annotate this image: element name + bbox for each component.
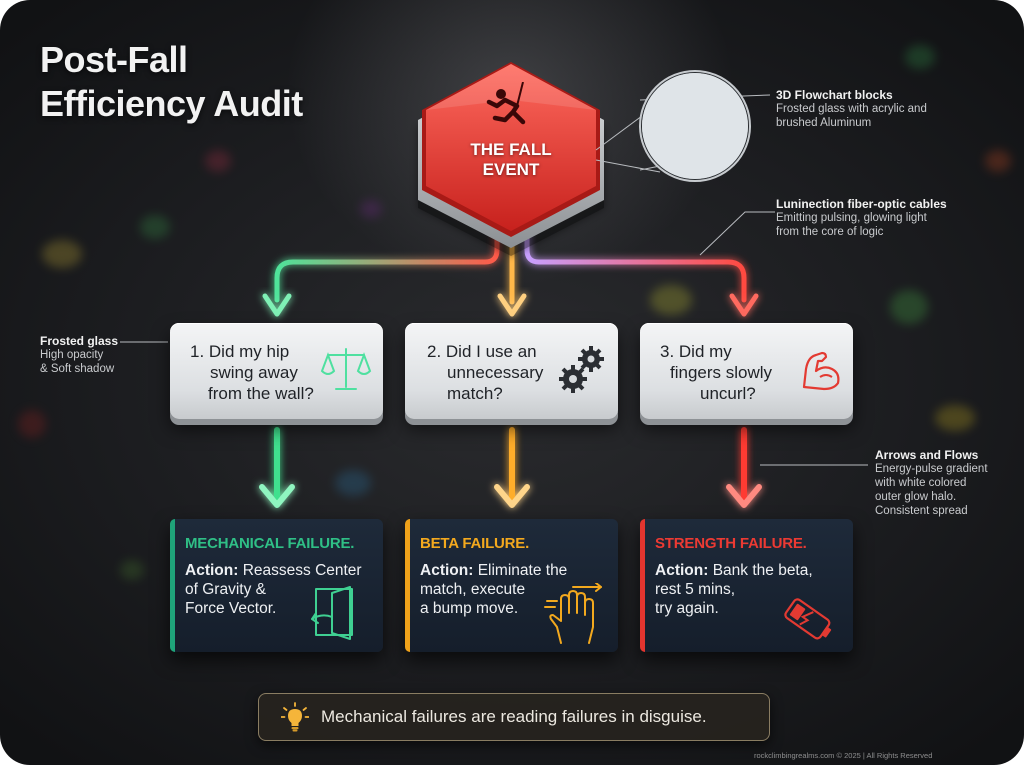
annotation-desc: Frosted glass with acrylic and (776, 103, 927, 115)
question-1-line: from the wall? (208, 384, 314, 403)
arrowhead-left (262, 293, 292, 317)
background-hold (120, 560, 144, 580)
annotation-title: Arrows and Flows (875, 448, 979, 462)
outcome-accent-bar (405, 519, 410, 652)
door-swing-icon (311, 586, 353, 640)
top-node-line-2: EVENT (482, 160, 540, 179)
background-hold (335, 470, 371, 496)
annotation-desc: Consistent spread (875, 505, 968, 517)
action-label: Action: (420, 562, 474, 579)
background-hold (360, 200, 382, 218)
question-2-line: match? (447, 384, 503, 403)
question-2-line: unnecessary (447, 363, 544, 382)
falling-climber-icon (486, 82, 526, 125)
connector-left (274, 219, 500, 303)
annotation-desc: Emitting pulsing, glowing light (776, 212, 927, 224)
arrowhead-q2-outcome (494, 484, 530, 508)
annotation-blocks: 3D Flowchart blocks Frosted glass with a… (776, 88, 927, 130)
background-hold (890, 290, 928, 324)
connector-right (524, 219, 747, 303)
outcome-heading: STRENGTH FAILURE. (655, 535, 807, 552)
arrowhead-q1-outcome (259, 484, 295, 508)
outcome-accent-bar (170, 519, 175, 652)
question-1-text: 1. Did my hip swing away from the wall? (190, 341, 314, 404)
question-1-line: swing away (210, 363, 298, 382)
outcome-action: Action: Eliminate the match, execute a b… (420, 561, 620, 618)
annotation-desc: High opacity (40, 349, 104, 361)
background-hold (905, 45, 935, 69)
tip-text: Mechanical failures are reading failures… (321, 707, 707, 726)
question-3-text: 3. Did my fingers slowly uncurl? (660, 341, 772, 404)
low-battery-icon (784, 598, 832, 640)
action-label: Action: (655, 562, 709, 579)
question-block-2: 2. Did I use an unnecessary match? (405, 323, 618, 419)
outcome-action: Action: Bank the beta, rest 5 mins, try … (655, 561, 855, 618)
annotation-desc: Energy-pulse gradient (875, 463, 988, 475)
action-line: match, execute (420, 581, 526, 598)
question-block-1: 1. Did my hip swing away from the wall? (170, 323, 383, 419)
annotation-title: 3D Flowchart blocks (776, 88, 893, 102)
arrowhead-center (497, 293, 527, 317)
background-hold (42, 240, 82, 268)
background-hold (140, 215, 170, 239)
annotation-arrows: Arrows and Flows Energy-pulse gradient w… (875, 448, 988, 518)
outcome-action: Action: Reassess Center of Gravity & For… (185, 561, 385, 618)
background-hold (935, 405, 975, 431)
top-node-hexagon (418, 62, 604, 256)
action-line: Force Vector. (185, 600, 277, 617)
top-node-line-1: THE FALL (470, 140, 552, 159)
annotation-desc: with white colored (875, 477, 967, 489)
question-3-line: fingers slowly (670, 363, 773, 382)
arrowhead-q3-outcome (726, 484, 762, 508)
question-block-3: 3. Did my fingers slowly uncurl? (640, 323, 853, 419)
flexed-arm-icon (802, 351, 840, 391)
action-line: a bump move. (420, 600, 519, 617)
background-hold (985, 150, 1011, 172)
balance-scale-icon (320, 348, 372, 390)
question-3-line: uncurl? (700, 384, 756, 403)
annotation-desc: & Soft shadow (40, 363, 115, 375)
question-2-text: 2. Did I use an unnecessary match? (427, 341, 543, 404)
title-line-2: Efficiency Audit (40, 83, 303, 124)
annotation-title: Luninection fiber-optic cables (776, 197, 947, 211)
arrowhead-right (729, 293, 759, 317)
outcome-heading: BETA FAILURE. (420, 535, 530, 552)
hand-bump-icon (544, 583, 602, 644)
action-line: try again. (655, 600, 719, 617)
action-label: Action: (185, 562, 239, 579)
action-line: Reassess Center (242, 562, 362, 579)
question-2-line: 2. Did I use an (427, 342, 537, 361)
title-line-1: Post-Fall (40, 39, 188, 80)
annotation-glass: Frosted glass High opacity & Soft shadow (40, 334, 118, 376)
action-line: Bank the beta, (712, 562, 813, 579)
annotation-title: Frosted glass (40, 334, 119, 348)
outcome-heading: MECHANICAL FAILURE. (185, 535, 355, 552)
action-line: of Gravity & (185, 581, 266, 598)
question-3-line: 3. Did my (660, 342, 732, 361)
annotation-desc: brushed Aluminum (776, 117, 872, 129)
outcome-block-strength: STRENGTH FAILURE. Action: Bank the beta,… (640, 519, 853, 652)
outcome-accent-bar (640, 519, 645, 652)
gears-icon (559, 346, 604, 393)
page-title: Post-Fall Efficiency Audit (40, 38, 303, 126)
outcome-block-mechanical: MECHANICAL FAILURE. Action: Reassess Cen… (170, 519, 383, 652)
tip-banner: Mechanical failures are reading failures… (258, 693, 770, 741)
annotation-cables: Luninection fiber-optic cables Emitting … (776, 197, 947, 239)
material-zoom-lens (639, 70, 751, 182)
action-line: rest 5 mins, (655, 581, 736, 598)
annotation-desc: outer glow halo. (875, 491, 957, 503)
question-1-line: 1. Did my hip (190, 342, 290, 361)
lightbulb-icon (281, 702, 309, 732)
outcome-block-beta: BETA FAILURE. Action: Eliminate the matc… (405, 519, 618, 652)
action-line: Eliminate the (477, 562, 568, 579)
background-hold (18, 410, 46, 438)
background-hold (650, 285, 692, 315)
top-node-label: THE FALL EVENT (433, 140, 589, 180)
annotation-desc: from the core of logic (776, 226, 884, 238)
copyright-credit: rockclimbingrealms.com © 2025 | All Righ… (754, 751, 933, 760)
background-hold (205, 150, 231, 172)
